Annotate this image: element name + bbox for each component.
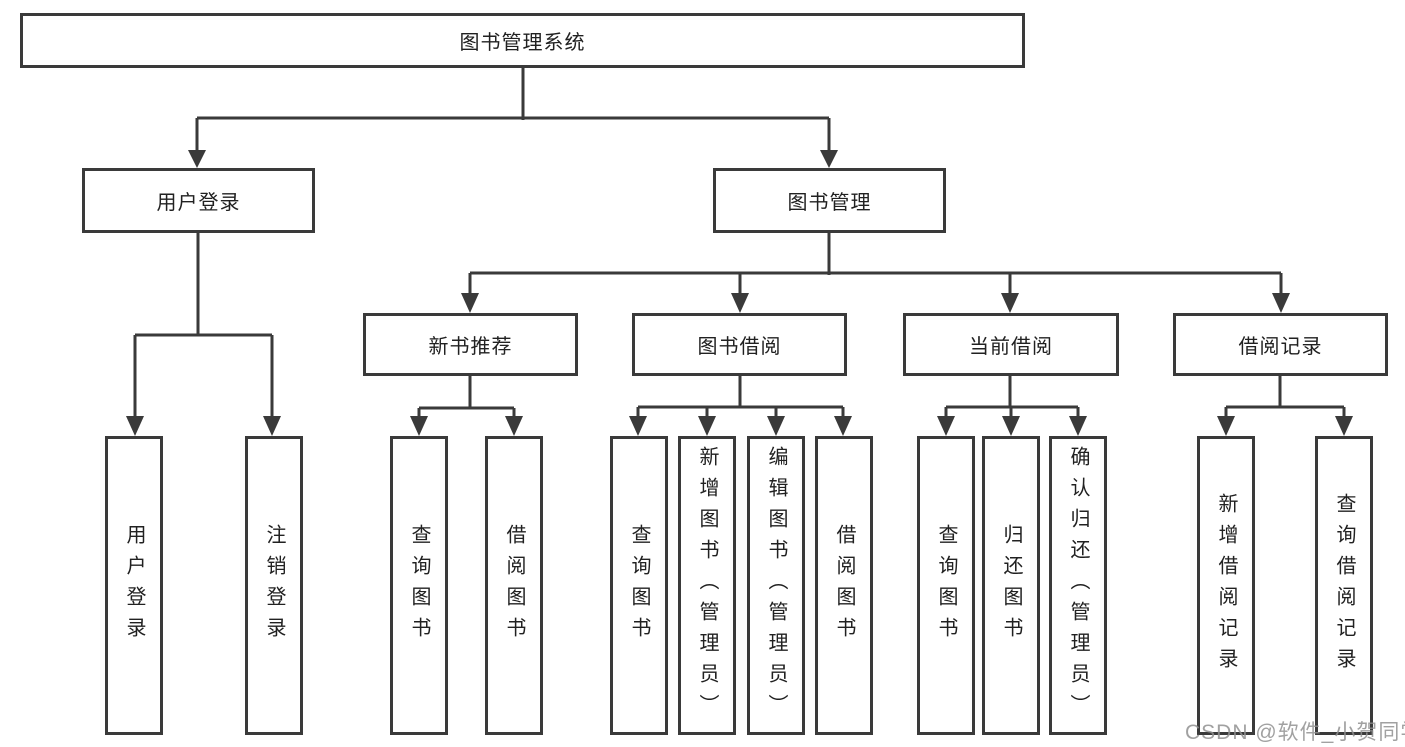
leaf-query-books: 查询图书 [390,436,448,735]
csdn-watermark: CSDN @软件_小贺同学 [1185,721,1405,744]
node-root-system: 图书管理系统 [20,13,1025,68]
leaf-borrow-books: 借阅图书 [815,436,873,735]
leaf-query-borrow-record: 查询借阅记录 [1315,436,1373,735]
leaf-return-books: 归还图书 [982,436,1040,735]
node-new-book-recommend: 新书推荐 [363,313,578,376]
node-current-borrowing: 当前借阅 [903,313,1119,376]
leaf-query-books: 查询图书 [917,436,975,735]
leaf-add-books-admin: 新增图书（管理员） [678,436,736,735]
node-book-borrowing: 图书借阅 [632,313,847,376]
node-book-management: 图书管理 [713,168,946,233]
leaf-query-books: 查询图书 [610,436,668,735]
leaf-borrow-books: 借阅图书 [485,436,543,735]
node-user-login: 用户登录 [82,168,315,233]
leaf-edit-books-admin: 编辑图书（管理员） [747,436,805,735]
leaf-logout: 注销登录 [245,436,303,735]
leaf-add-borrow-record: 新增借阅记录 [1197,436,1255,735]
node-borrowing-records: 借阅记录 [1173,313,1388,376]
leaf-user-login: 用户登录 [105,436,163,735]
leaf-confirm-return-admin: 确认归还（管理员） [1049,436,1107,735]
